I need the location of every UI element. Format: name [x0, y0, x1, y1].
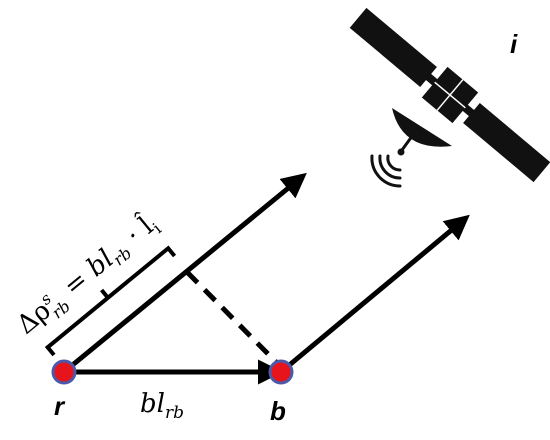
projection-bracket — [44, 245, 177, 357]
receiver-b-point — [268, 359, 294, 385]
receiver-b-label: b — [270, 396, 286, 426]
receiver-r-label: r — [54, 391, 66, 421]
receiver-r-point — [51, 359, 77, 385]
svg-text:Δρsrb = blrb · l̂i: Δρsrb = blrb · l̂i — [10, 207, 166, 345]
baseline-label: blrb — [140, 389, 184, 423]
projection-dashed-line — [185, 270, 281, 367]
line-of-sight-r — [62, 172, 307, 374]
signal-waves-icon — [370, 154, 402, 188]
line-of-sight-b — [279, 214, 470, 374]
satellite-label: i — [510, 29, 518, 59]
satellite-icon — [349, 7, 550, 183]
projection-formula: Δρsrb = blrb · l̂i — [10, 207, 166, 345]
